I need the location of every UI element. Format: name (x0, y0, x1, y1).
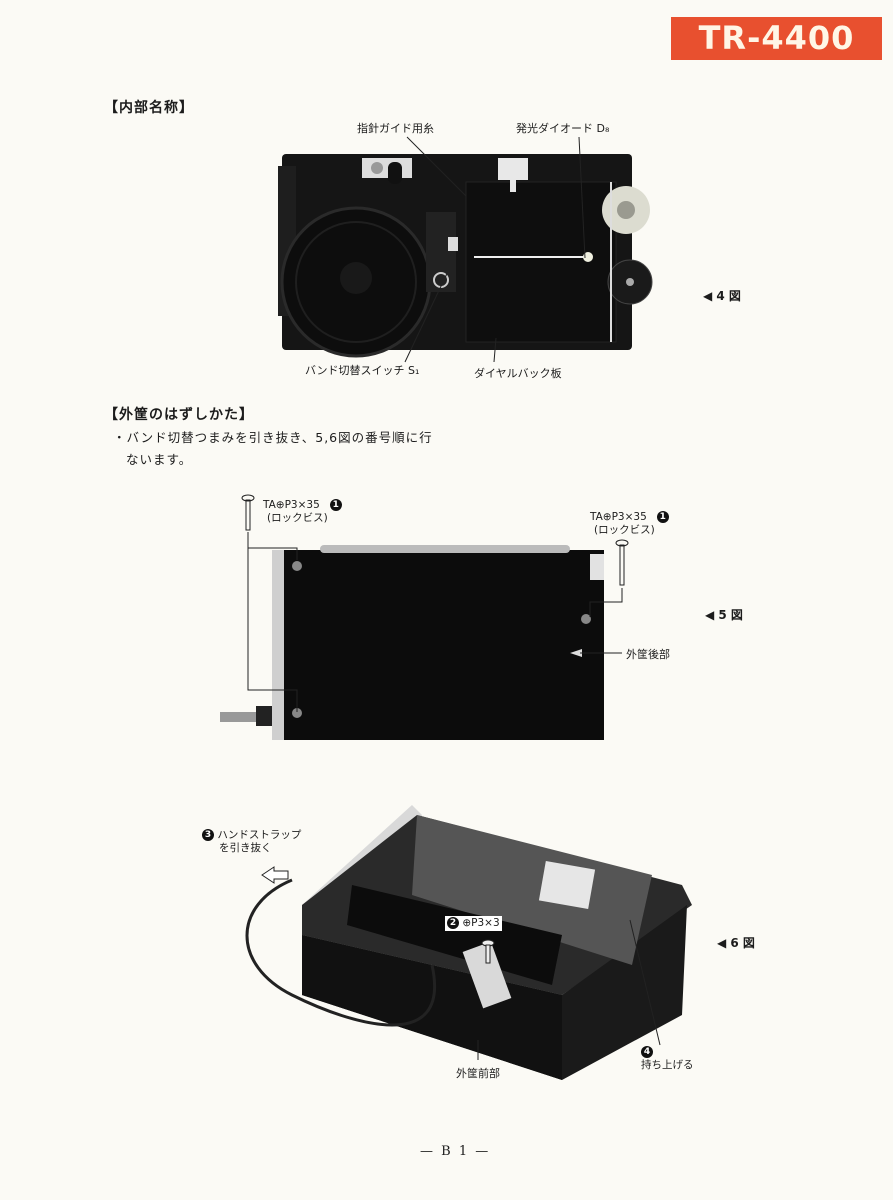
figure6-step4-label: 4 持ち上げる (641, 1046, 694, 1072)
screw-right-spec: TA⊕P3×35 (590, 511, 647, 523)
screw-left-spec: TA⊕P3×35 (263, 499, 320, 511)
screw-left-note: (ロックビス) (267, 512, 328, 524)
label-dial-back-plate: ダイヤルバック板 (474, 367, 562, 380)
figure5-ref: ◀ 5 図 (705, 608, 743, 622)
step-2-badge: 2 (447, 917, 459, 929)
label-rear-case: 外筐後部 (626, 648, 670, 661)
screw-step2-icon (481, 939, 495, 964)
step-1-badge-left: 1 (329, 499, 342, 511)
instruction-line-1: ・バンド切替つまみを引き抜き、5,6図の番号順に行 (113, 430, 433, 445)
figure6-step3-label: 3 ハンドストラップ を引き抜く (202, 829, 301, 855)
figure5-screw-right-label: TA⊕P3×35 1 (ロックビス) (590, 511, 669, 537)
figure4-ref: ◀ 4 図 (703, 289, 741, 303)
page-number: — B 1 — (420, 1144, 491, 1159)
rear-case-illustration (220, 545, 604, 740)
step3-line2: を引き抜く (219, 842, 272, 854)
step3-line1: ハンドストラップ (217, 829, 302, 841)
step2-spec: ⊕P3×3 (462, 917, 500, 929)
step-1-badge-right: 1 (656, 511, 669, 523)
instruction-line-2: ないます。 (126, 452, 193, 467)
figure6-photo-opened-radio (232, 795, 700, 1080)
figure6-step2-label: 2 ⊕P3×3 (445, 916, 502, 931)
model-badge: TR-4400 (671, 17, 882, 60)
label-band-switch: バンド切替スイッチ S₁ (305, 364, 420, 377)
step-3-badge: 3 (202, 829, 214, 841)
step-4-badge: 4 (641, 1046, 653, 1058)
section-title-internal: 【内部名称】 (104, 100, 194, 116)
label-led: 発光ダイオード D₈ (516, 122, 610, 135)
figure5-photo-rear-case (220, 540, 620, 745)
screw-right-icon (615, 539, 629, 586)
chassis-illustration (278, 154, 653, 358)
figure4-photo-chassis (276, 152, 653, 358)
figure5-screw-left-label: TA⊕P3×35 1 (ロックビス) (263, 499, 342, 525)
screw-left-icon (241, 494, 255, 531)
label-pointer-guide-string: 指針ガイド用糸 (357, 122, 434, 135)
screw-right-note: (ロックビス) (594, 524, 655, 536)
label-front-case: 外筐前部 (456, 1067, 500, 1080)
opened-radio-illustration (245, 805, 692, 1080)
section-title-case-removal: 【外筐のはずしかた】 (104, 407, 254, 423)
step4-label: 持ち上げる (641, 1059, 694, 1071)
figure6-ref: ◀ 6 図 (717, 936, 755, 950)
